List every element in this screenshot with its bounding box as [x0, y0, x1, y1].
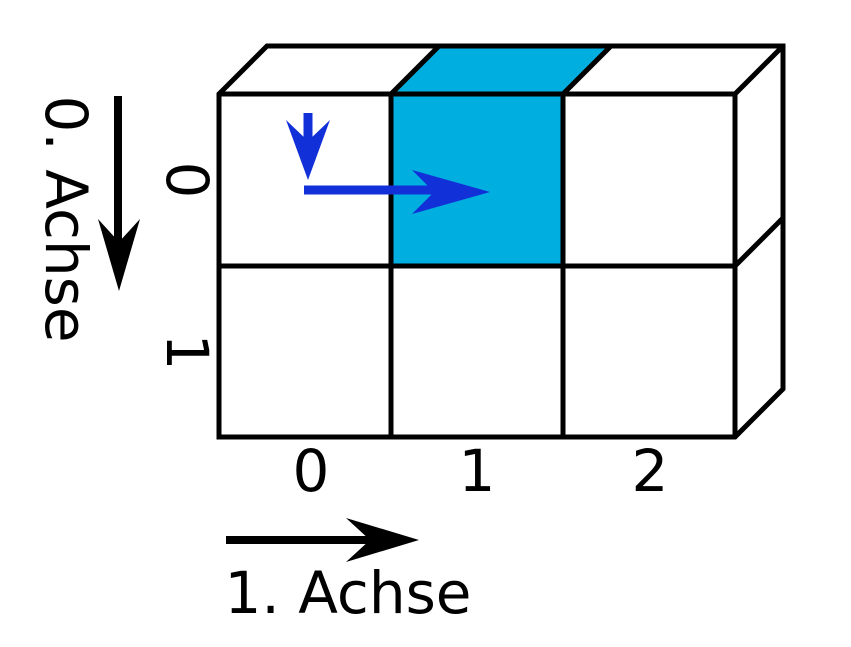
box-outline: [216, 43, 786, 440]
axis0-arrow-head: [98, 219, 140, 291]
index-arrow-right-head: [412, 170, 490, 214]
box-top-right-depth-edge: [732, 43, 786, 97]
axis0-tick-0: 0: [153, 162, 221, 199]
grid-column-divider-1-top-face: [388, 43, 442, 97]
index-arrow-down-head: [286, 120, 330, 180]
grid-row-divider-side-face: [732, 215, 786, 269]
axis0-label: 0. Achse: [32, 96, 100, 343]
axis1-tick-1: 1: [459, 437, 496, 505]
axis1-label: 1. Achse: [225, 559, 472, 627]
index-arrows: [286, 113, 490, 214]
axis1-direction-arrow: [226, 518, 419, 562]
axis1-arrow-head: [346, 518, 419, 562]
axis0-tick-1: 1: [153, 334, 221, 371]
highlighted-cell: [391, 94, 563, 266]
box-grid-lines: [216, 43, 786, 440]
highlighted-cell-top-face: [391, 46, 611, 94]
grid-column-divider-2-top-face: [560, 43, 614, 97]
axis1-tick-2: 2: [632, 437, 669, 505]
axis1-tick-0: 0: [293, 437, 330, 505]
axis0-direction-arrow: [98, 96, 140, 291]
